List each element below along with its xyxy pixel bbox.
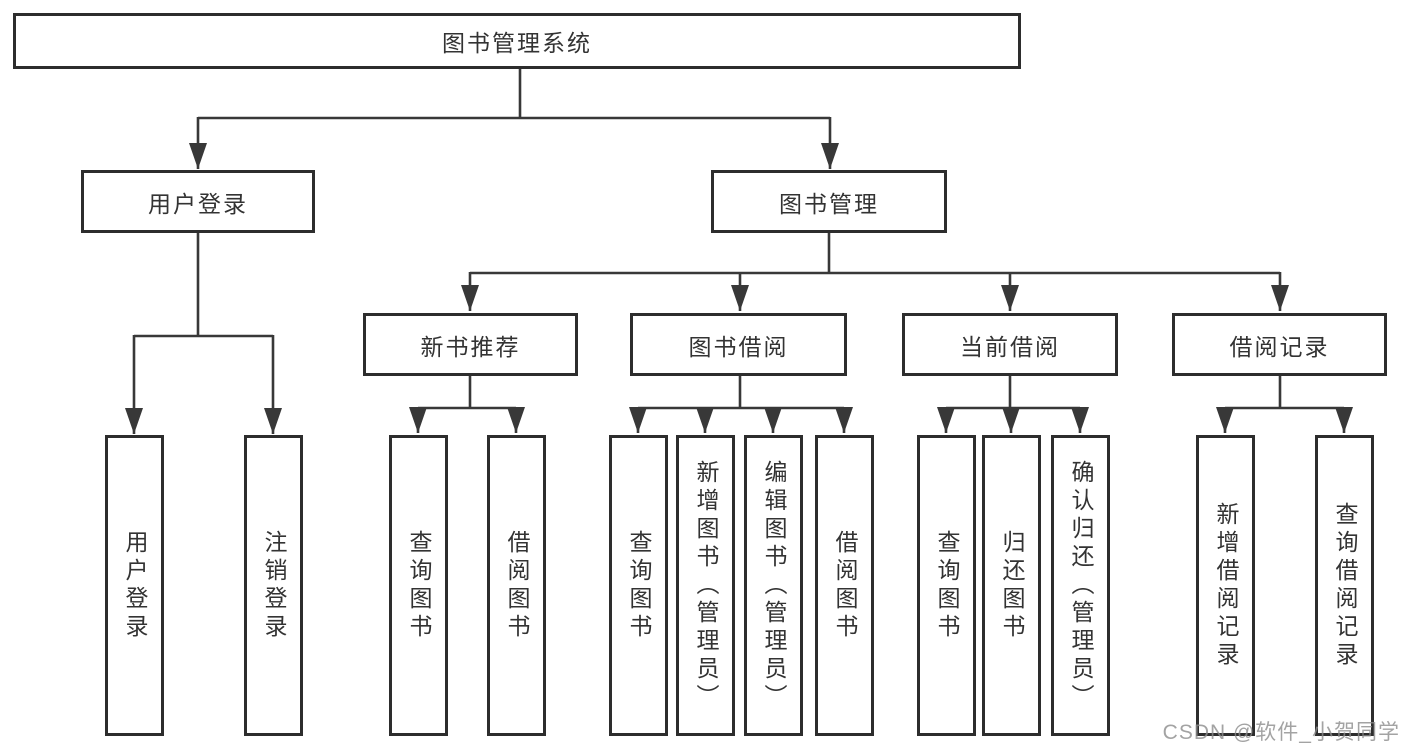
leaf-user-login: 用户登录: [105, 435, 164, 736]
leaf-query-borrow-record: 查询借阅记录: [1315, 435, 1374, 736]
leaf-borrow-books: 借阅图书: [815, 435, 874, 736]
node-book-borrow: 图书借阅: [630, 313, 847, 376]
csdn-watermark: CSDN @软件_小贺同学: [1162, 721, 1400, 744]
leaf-logout-login: 注销登录: [244, 435, 303, 736]
node-root: 图书管理系统: [13, 13, 1021, 69]
leaf-add-borrow-record: 新增借阅记录: [1196, 435, 1255, 736]
leaf-return-books: 归还图书: [982, 435, 1041, 736]
node-book-management: 图书管理: [711, 170, 947, 233]
leaf-query-books-borrow: 查询图书: [609, 435, 668, 736]
leaf-borrow-books-recommend: 借阅图书: [487, 435, 546, 736]
leaf-query-books-current: 查询图书: [917, 435, 976, 736]
leaf-edit-book-admin: 编辑图书（管理员）: [744, 435, 803, 736]
node-new-book-recommend: 新书推荐: [363, 313, 578, 376]
leaf-add-book-admin: 新增图书（管理员）: [676, 435, 735, 736]
leaf-confirm-return-admin: 确认归还（管理员）: [1051, 435, 1110, 736]
node-user-login: 用户登录: [81, 170, 315, 233]
leaf-query-books-recommend: 查询图书: [389, 435, 448, 736]
node-current-borrow: 当前借阅: [902, 313, 1118, 376]
node-borrow-records: 借阅记录: [1172, 313, 1387, 376]
